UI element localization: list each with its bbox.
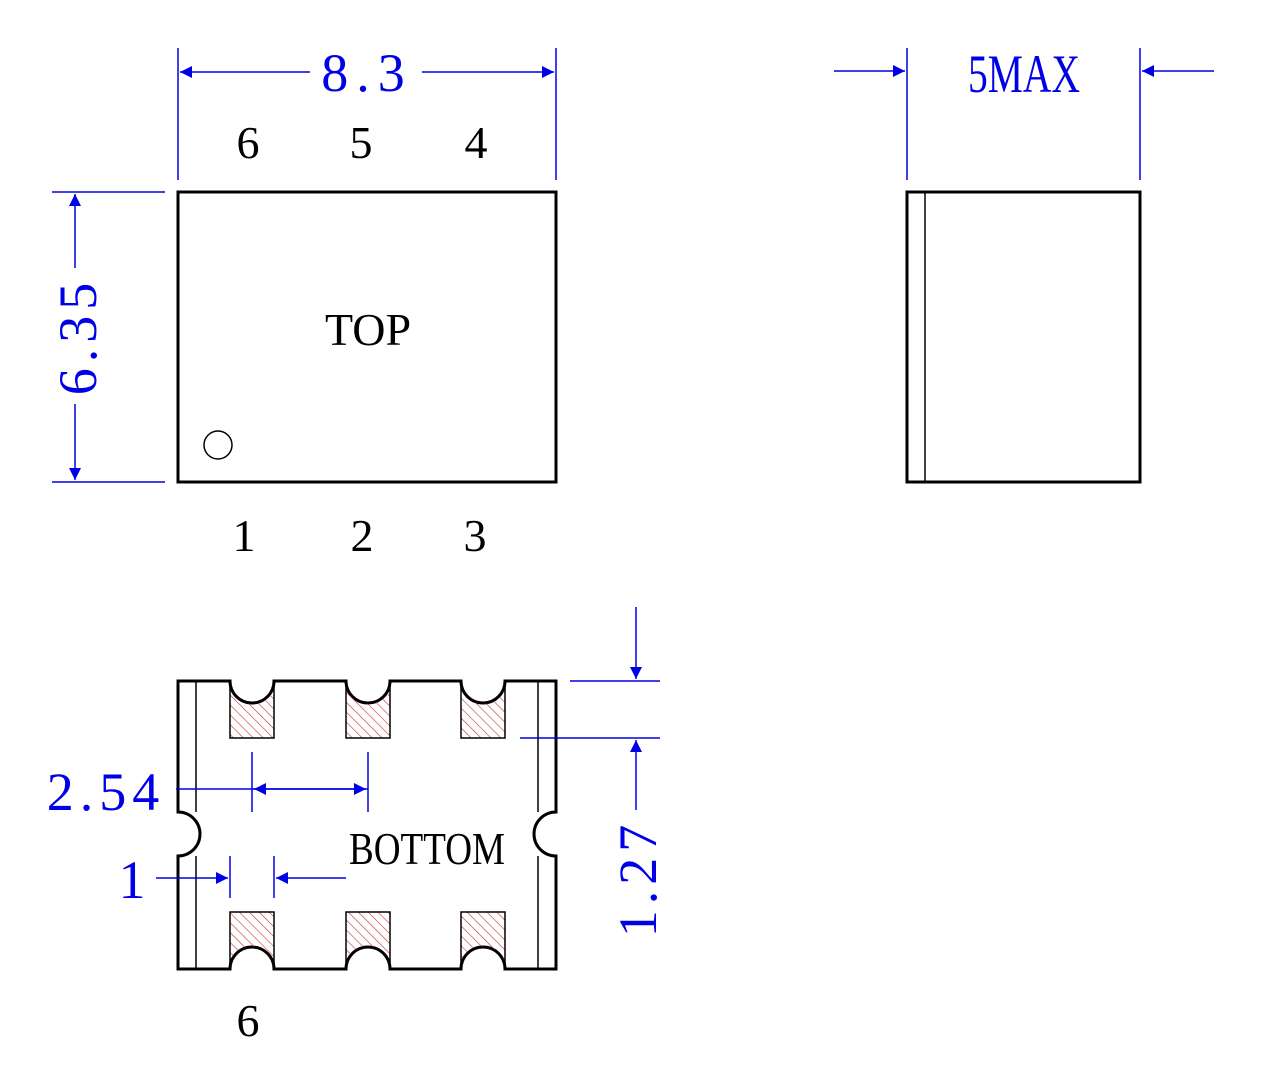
pad-bottom-2: [345, 911, 391, 970]
height-dimension: 6.35: [48, 191, 165, 483]
height-value: 6.35: [48, 277, 108, 396]
pin-label-3: 3: [464, 510, 487, 561]
width-value: 8.3: [321, 43, 413, 103]
pad-length-dimension: 1.27: [520, 607, 668, 937]
pin1-marker: [203, 430, 233, 460]
width-dimension: 8.3: [177, 43, 557, 180]
pad-gap-dimension: 1: [119, 850, 346, 910]
pin-label-5: 5: [350, 117, 373, 168]
top-view-body: [176, 190, 558, 484]
pin-label-2: 2: [351, 510, 374, 561]
pin-label-6: 6: [237, 117, 260, 168]
pad-gap-value: 1: [119, 850, 146, 910]
bottom-view: BOTTOM 6 2.54 1 1.27: [47, 607, 668, 1046]
top-label: TOP: [325, 304, 411, 355]
pad-top-2: [345, 680, 391, 739]
thickness-value: 5MAX: [968, 44, 1080, 104]
pin-label-4: 4: [465, 117, 488, 168]
pad-top-3: [460, 680, 506, 739]
bottom-label: BOTTOM: [349, 823, 505, 874]
pitch-dimension: 2.54: [47, 752, 369, 822]
side-view: 5MAX: [834, 44, 1214, 484]
pad-length-value: 1.27: [608, 819, 668, 938]
pad-bottom-1: [229, 911, 275, 970]
bottom-pin-label-6: 6: [237, 995, 260, 1046]
side-view-body: [905, 190, 1142, 484]
pin-label-1: 1: [233, 510, 256, 561]
pitch-value: 2.54: [47, 762, 166, 822]
pad-top-1: [229, 680, 275, 739]
pad-bottom-3: [460, 911, 506, 970]
top-view: TOP 6 5 4 1 2 3 8.3 6.35: [48, 43, 558, 561]
thickness-dimension: 5MAX: [834, 44, 1214, 180]
